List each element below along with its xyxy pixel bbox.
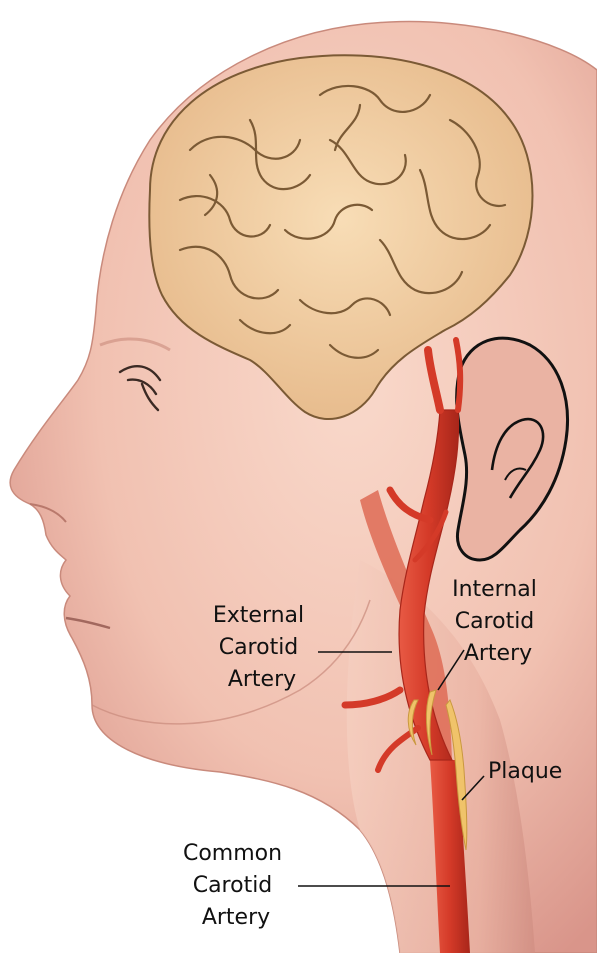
internal-carotid-label: Internal Carotid Artery — [452, 577, 544, 666]
common-carotid-label: Common Carotid Artery — [183, 841, 289, 930]
plaque-label: Plaque — [488, 759, 562, 784]
